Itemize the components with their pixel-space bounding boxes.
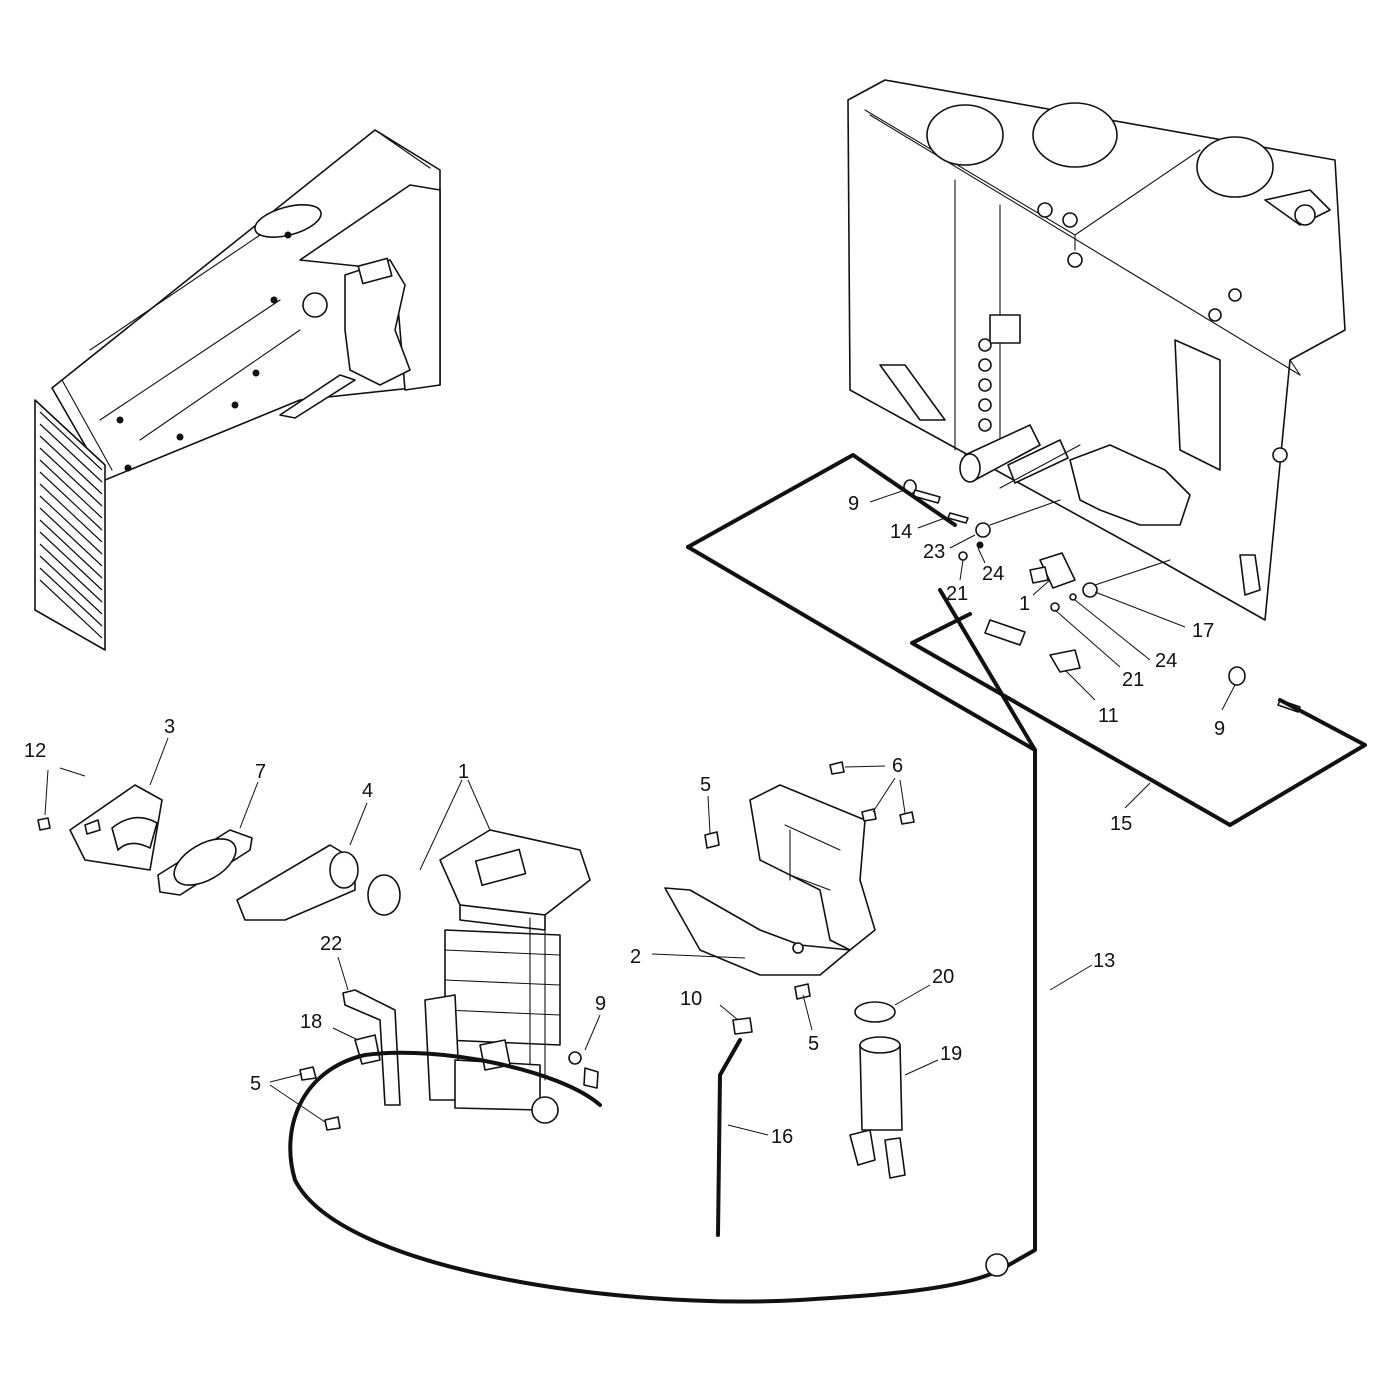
callout-5-left: 5: [250, 1073, 261, 1095]
callout-19: 19: [940, 1043, 962, 1065]
frame-holes: [978, 202, 1242, 432]
fuel-line-13-lower: [686, 545, 1037, 752]
callout-11: 11: [1098, 705, 1119, 727]
water-pump: [849, 1001, 906, 1179]
callout-18: 18: [300, 1011, 322, 1033]
callout-22: 22: [320, 933, 342, 955]
leader-lines: [44, 489, 1236, 1136]
fuel-line-13: [686, 453, 1037, 1272]
callout-23: 23: [923, 541, 945, 563]
drain-hose-16: [716, 1038, 742, 1237]
callout-17: 17: [1192, 620, 1214, 642]
frame-small-parts: [903, 444, 1301, 713]
callout-16: 16: [771, 1126, 793, 1148]
hose-clamp-lower: [985, 1253, 1009, 1277]
callout-3: 3: [164, 716, 175, 738]
callout-14: 14: [890, 521, 912, 543]
callout-2: 2: [630, 946, 641, 968]
callout-7: 7: [255, 761, 266, 783]
grille-slats: [39, 411, 103, 639]
exhaust-parts: [37, 784, 401, 921]
callout-1-mid: 1: [1019, 593, 1030, 615]
callout-5-bracket-top: 5: [700, 774, 711, 796]
cab-hood-assembly: [34, 129, 441, 651]
callout-5-bracket-bottom: 5: [808, 1033, 819, 1055]
callout-15: 15: [1110, 813, 1132, 835]
callout-1-heater: 1: [458, 761, 469, 783]
callout-20: 20: [932, 966, 954, 988]
callout-21-a: 21: [946, 583, 968, 605]
callout-10: 10: [680, 988, 702, 1010]
callout-9-left: 9: [595, 993, 606, 1015]
callout-4: 4: [362, 780, 373, 802]
callout-9-top: 9: [848, 493, 859, 515]
callout-24-a: 24: [982, 563, 1004, 585]
callout-12: 12: [24, 740, 46, 762]
fuel-line-15: [910, 612, 1367, 827]
callout-labels: 9 14 23 24 21 1 17 24 21 11 9 15 12 3 7 …: [24, 493, 1225, 1148]
callout-24-b: 24: [1155, 650, 1177, 672]
callout-6: 6: [892, 755, 903, 777]
hood-bolts: [116, 231, 292, 472]
callout-21-b: 21: [1122, 669, 1144, 691]
cab-frame-assembly: [847, 79, 1346, 621]
mounting-bracket: [664, 784, 876, 976]
fuel-hose-lower: [288, 1050, 1002, 1304]
bracket-bolts: [704, 761, 915, 1035]
callout-9-right: 9: [1214, 718, 1225, 740]
callout-13: 13: [1093, 950, 1115, 972]
